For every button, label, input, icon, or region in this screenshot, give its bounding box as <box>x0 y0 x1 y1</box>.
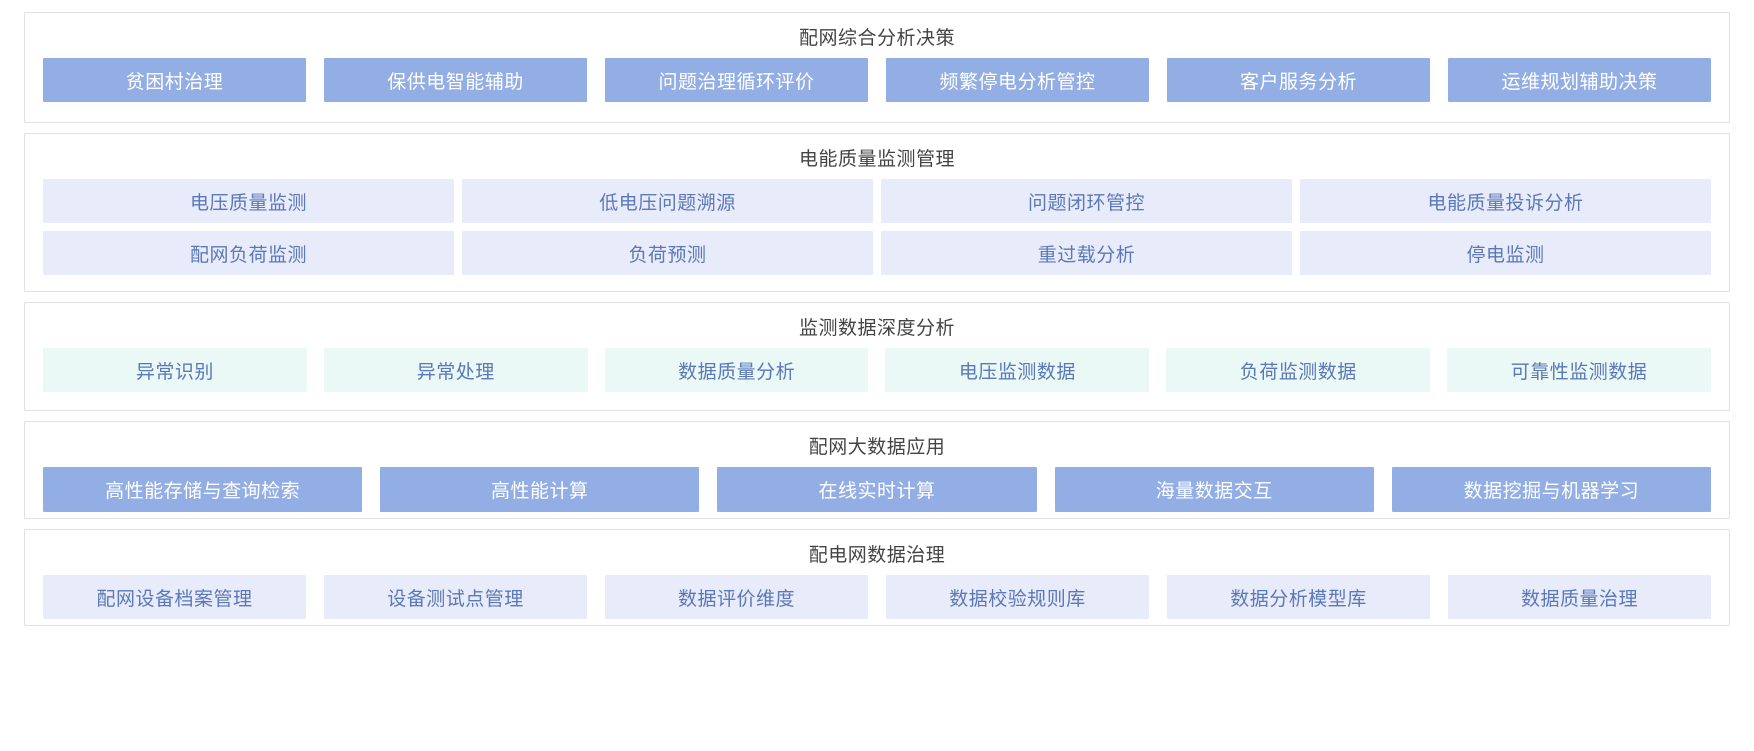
panel-distribution-network-data-governance: 配电网数据治理 配网设备档案管理 设备测试点管理 数据评价维度 数据校验规则库 … <box>24 529 1730 626</box>
chip-frequent-outage-analysis-control[interactable]: 频繁停电分析管控 <box>886 58 1149 102</box>
chip-distribution-equipment-archive-management[interactable]: 配网设备档案管理 <box>43 575 306 619</box>
panel-power-quality-monitoring-management: 电能质量监测管理 电压质量监测 低电压问题溯源 问题闭环管控 电能质量投诉分析 … <box>24 133 1730 292</box>
panel-title: 配网大数据应用 <box>808 437 946 458</box>
chip-overload-analysis[interactable]: 重过载分析 <box>881 231 1292 275</box>
chip-data-quality-analysis[interactable]: 数据质量分析 <box>604 348 869 392</box>
chip-high-performance-computing[interactable]: 高性能计算 <box>380 467 700 512</box>
chip-load-monitoring-data[interactable]: 负荷监测数据 <box>1166 348 1431 392</box>
chip-row: 配网设备档案管理 设备测试点管理 数据评价维度 数据校验规则库 数据分析模型库 … <box>25 575 1729 619</box>
chip-row: 贫困村治理 保供电智能辅助 问题治理循环评价 频繁停电分析管控 客户服务分析 运… <box>25 58 1729 122</box>
chip-data-quality-governance[interactable]: 数据质量治理 <box>1448 575 1711 619</box>
chip-row: 电压质量监测 低电压问题溯源 问题闭环管控 电能质量投诉分析 <box>25 179 1729 231</box>
chip-data-evaluation-dimension[interactable]: 数据评价维度 <box>605 575 868 619</box>
chip-data-mining-machine-learning[interactable]: 数据挖掘与机器学习 <box>1391 467 1712 512</box>
chip-row: 高性能存储与查询检索 高性能计算 在线实时计算 海量数据交互 数据挖掘与机器学习 <box>25 467 1729 512</box>
chip-load-forecast[interactable]: 负荷预测 <box>462 231 873 275</box>
chip-problem-closed-loop-control[interactable]: 问题闭环管控 <box>881 179 1292 223</box>
chip-distribution-load-monitoring[interactable]: 配网负荷监测 <box>43 231 454 275</box>
chip-outage-monitoring[interactable]: 停电监测 <box>1300 231 1711 275</box>
chip-reliability-monitoring-data[interactable]: 可靠性监测数据 <box>1447 348 1711 392</box>
panel-title: 配网综合分析决策 <box>798 28 955 49</box>
chip-row: 异常识别 异常处理 数据质量分析 电压监测数据 负荷监测数据 可靠性监测数据 <box>25 348 1729 410</box>
chip-power-quality-complaint-analysis[interactable]: 电能质量投诉分析 <box>1300 179 1711 223</box>
panel-distribution-network-bigdata-application: 配网大数据应用 高性能存储与查询检索 高性能计算 在线实时计算 海量数据交互 数… <box>24 421 1730 519</box>
panel-comprehensive-analysis-decision: 配网综合分析决策 贫困村治理 保供电智能辅助 问题治理循环评价 频繁停电分析管控… <box>24 12 1730 123</box>
chip-high-performance-storage-query[interactable]: 高性能存储与查询检索 <box>43 467 363 512</box>
chip-data-analysis-model-library[interactable]: 数据分析模型库 <box>1167 575 1430 619</box>
chip-voltage-monitoring-data[interactable]: 电压监测数据 <box>885 348 1150 392</box>
chip-poverty-village-governance[interactable]: 贫困村治理 <box>43 58 306 102</box>
panel-title: 监测数据深度分析 <box>798 318 955 339</box>
chip-online-realtime-computing[interactable]: 在线实时计算 <box>717 467 1037 512</box>
chip-anomaly-identification[interactable]: 异常识别 <box>43 348 307 392</box>
chip-massive-data-interaction[interactable]: 海量数据交互 <box>1054 467 1374 512</box>
chip-anomaly-handling[interactable]: 异常处理 <box>323 348 588 392</box>
chip-customer-service-analysis[interactable]: 客户服务分析 <box>1167 58 1430 102</box>
panel-monitoring-data-deep-analysis: 监测数据深度分析 异常识别 异常处理 数据质量分析 电压监测数据 负荷监测数据 … <box>24 302 1730 411</box>
chip-equipment-test-point-management[interactable]: 设备测试点管理 <box>324 575 587 619</box>
chip-power-supply-smart-assist[interactable]: 保供电智能辅助 <box>324 58 587 102</box>
chip-row: 配网负荷监测 负荷预测 重过载分析 停电监测 <box>25 231 1729 291</box>
chip-low-voltage-problem-tracing[interactable]: 低电压问题溯源 <box>462 179 873 223</box>
chip-data-validation-rule-library[interactable]: 数据校验规则库 <box>886 575 1149 619</box>
panel-title: 电能质量监测管理 <box>798 149 955 170</box>
panel-title: 配电网数据治理 <box>808 545 946 566</box>
chip-problem-governance-cycle-evaluation[interactable]: 问题治理循环评价 <box>605 58 868 102</box>
chip-ops-planning-assist-decision[interactable]: 运维规划辅助决策 <box>1448 58 1711 102</box>
chip-voltage-quality-monitoring[interactable]: 电压质量监测 <box>43 179 454 223</box>
